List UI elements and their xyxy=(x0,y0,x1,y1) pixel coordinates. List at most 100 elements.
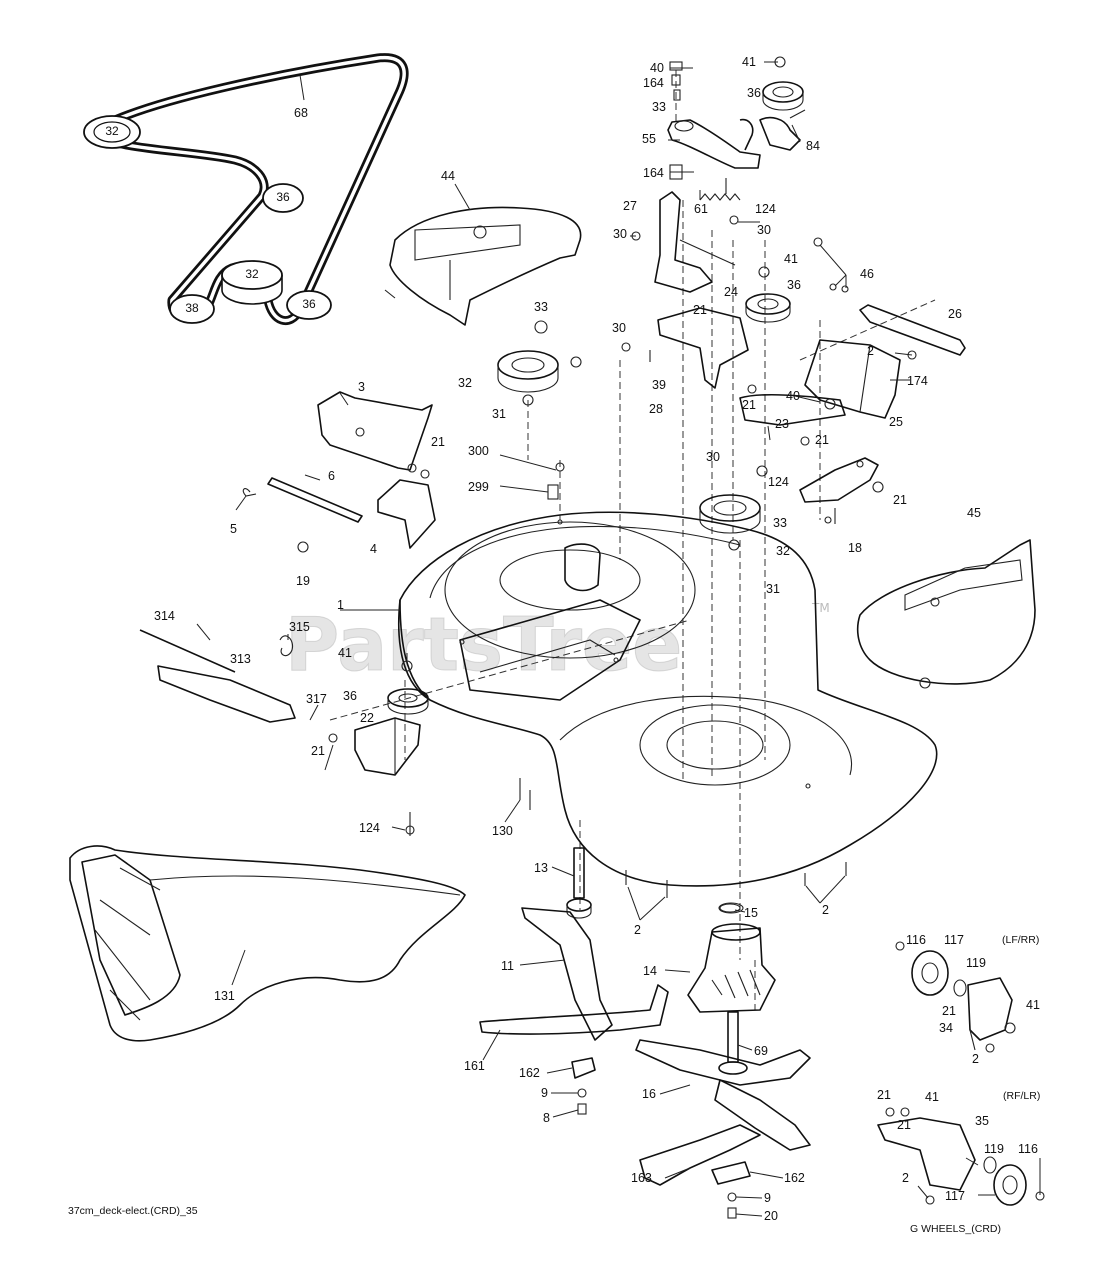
watermark-trademark: TM xyxy=(811,601,830,615)
callout-c4: 164 xyxy=(643,76,664,90)
callout-c8: 36 xyxy=(747,86,761,100)
idler-arm-top xyxy=(667,109,806,169)
callout-c53: 315 xyxy=(289,620,310,634)
callout-c43: 5 xyxy=(230,522,237,536)
idler-arm-23 xyxy=(739,393,846,426)
callout-c3: 40 xyxy=(650,61,664,75)
callout-c93: 117 xyxy=(945,1189,965,1203)
callout-c60: 124 xyxy=(359,821,380,835)
belt-pulley-4: 38 xyxy=(169,294,215,324)
callout-c64: 2 xyxy=(634,923,641,937)
callout-c69: 161 xyxy=(464,1059,485,1073)
spindle-housing-14 xyxy=(687,902,776,1013)
callout-c22: 24 xyxy=(724,285,738,299)
callout-c7: 41 xyxy=(742,55,756,69)
callout-c18: 36 xyxy=(787,278,801,292)
callout-c42: 21 xyxy=(893,493,907,507)
spindle-shaft-13 xyxy=(566,847,592,919)
callout-c45: 33 xyxy=(773,516,787,530)
belt-pulley-label-4: 38 xyxy=(185,301,199,315)
callout-c92: 2 xyxy=(902,1171,909,1185)
callout-c41: 299 xyxy=(468,480,489,494)
pulley-36-mid xyxy=(745,293,791,323)
callout-c62: 13 xyxy=(534,861,548,875)
callout-c66: 11 xyxy=(501,959,514,973)
variant-label-lf-rr: (LF/RR) xyxy=(1002,934,1039,946)
bracket-4 xyxy=(377,479,436,549)
callout-c49: 19 xyxy=(296,574,310,588)
watermark: PartsTree xyxy=(285,602,682,688)
bracket-22 xyxy=(354,717,421,776)
belt-pulley-label-5: 36 xyxy=(302,297,316,311)
idler-bracket-24 xyxy=(657,307,749,389)
callout-c74: 8 xyxy=(543,1111,550,1125)
callout-c36: 300 xyxy=(468,444,489,458)
bracket-3 xyxy=(317,391,433,471)
callout-c40: 6 xyxy=(328,469,335,483)
callout-c30: 40 xyxy=(786,389,800,403)
callout-c54: 313 xyxy=(230,652,251,666)
callout-c34: 23 xyxy=(775,417,789,431)
callout-c29: 28 xyxy=(649,402,663,416)
callout-c57: 317 xyxy=(306,692,327,706)
callout-leaders xyxy=(196,61,1041,1217)
callout-c6: 55 xyxy=(642,132,656,146)
callout-c10: 164 xyxy=(643,166,664,180)
callout-c16: 41 xyxy=(784,252,798,266)
belt-pulley-3: 32 xyxy=(221,260,283,305)
pulley-36-left xyxy=(387,688,429,715)
blade-adapter-11 xyxy=(521,907,613,1041)
callout-c63: 15 xyxy=(744,906,758,920)
idler-spring xyxy=(699,193,741,201)
callout-c11: 61 xyxy=(694,202,708,216)
assembly-guide-lines xyxy=(329,70,936,1010)
callout-c85: 2 xyxy=(972,1052,979,1066)
callout-c51: 1 xyxy=(337,598,344,612)
callout-c68: 131 xyxy=(214,989,235,1003)
callout-c25: 174 xyxy=(907,374,928,388)
belt-cover-right xyxy=(856,539,1036,689)
callout-c12: 124 xyxy=(755,202,776,216)
callout-c55: 41 xyxy=(338,646,352,660)
callout-c23: 26 xyxy=(948,307,962,321)
callout-c65: 2 xyxy=(822,903,829,917)
callout-c48: 45 xyxy=(967,506,981,520)
callout-c83: 34 xyxy=(939,1021,953,1035)
callout-c50: 31 xyxy=(766,582,780,596)
callout-c76: 162 xyxy=(784,1171,805,1185)
callout-c80: 117 xyxy=(944,933,964,947)
callout-c9: 84 xyxy=(806,139,820,153)
callout-c26: 32 xyxy=(458,376,472,390)
blade-161 xyxy=(479,984,669,1035)
idler-bracket-25 xyxy=(799,457,879,503)
pulley-32-left xyxy=(497,350,559,393)
callout-c15: 30 xyxy=(757,223,771,237)
callout-c2: 44 xyxy=(441,169,455,183)
callout-c17: 46 xyxy=(860,267,874,281)
callout-c59: 21 xyxy=(311,744,325,758)
callout-c44: 4 xyxy=(370,542,377,556)
callout-c47: 18 xyxy=(848,541,862,555)
callout-c89: 35 xyxy=(975,1114,989,1128)
gauge-wheel-lf-rr xyxy=(895,941,1016,1053)
callout-c58: 22 xyxy=(360,711,374,725)
callout-c72: 9 xyxy=(541,1086,548,1100)
callout-c56: 36 xyxy=(343,689,357,703)
callout-c73: 16 xyxy=(642,1087,656,1101)
callout-c24: 2 xyxy=(867,344,874,358)
callout-c13: 27 xyxy=(623,199,637,213)
callout-c75: 163 xyxy=(631,1171,652,1185)
hardware-fasteners xyxy=(297,56,917,898)
drawing-reference-right: G WHEELS_(CRD) xyxy=(910,1223,1001,1235)
pulley-36-top xyxy=(762,81,804,111)
belt-pulley-label-3: 32 xyxy=(245,267,259,281)
blade-163 xyxy=(639,1124,761,1186)
callout-c39: 25 xyxy=(889,415,903,429)
belt-pulley-1: 32 xyxy=(83,115,141,149)
callout-c32: 3 xyxy=(358,380,365,394)
callout-labels: 68 44 40 164 33 55 41 36 84 164 61 124 2… xyxy=(154,55,1040,1223)
belt-cover-left xyxy=(384,206,582,326)
callout-c81: 119 xyxy=(966,956,986,970)
belt-pulley-label-2: 36 xyxy=(276,190,290,204)
